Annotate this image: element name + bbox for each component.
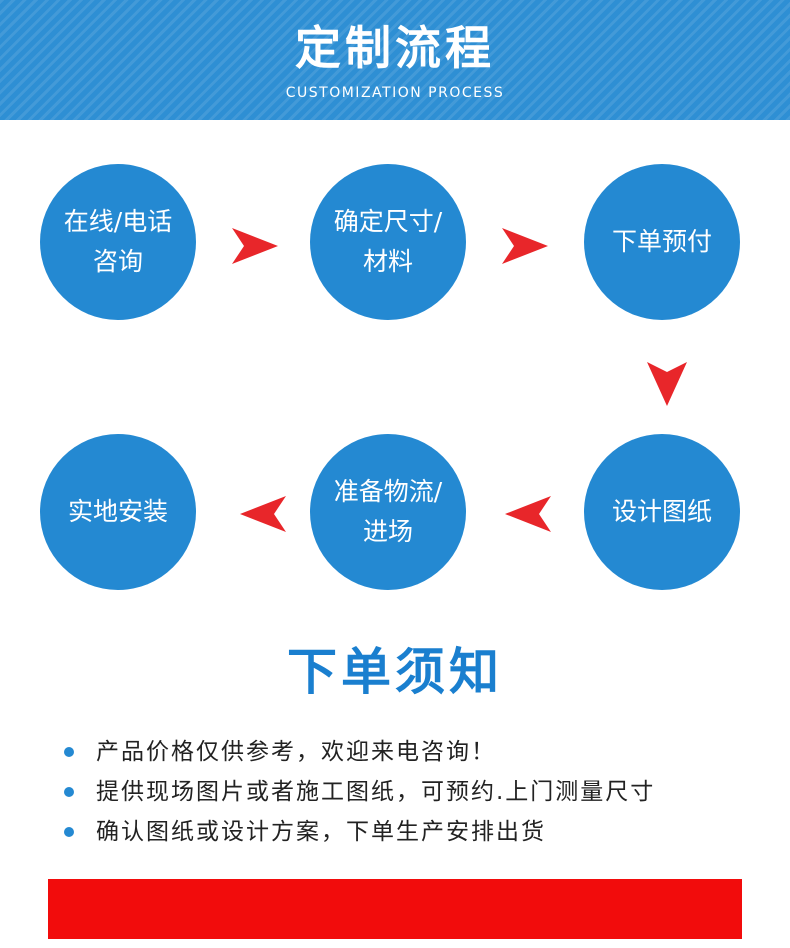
page-title: 定制流程 <box>295 21 495 75</box>
list-item: 提供现场图片或者施工图纸，可预约.上门测量尺寸 <box>62 772 655 812</box>
notice-item-text: 提供现场图片或者施工图纸，可预约.上门测量尺寸 <box>96 779 656 805</box>
step-label-line2: 进场 <box>362 517 413 546</box>
step-label-line1: 准备物流/ <box>333 477 443 506</box>
arrow-down-icon <box>647 362 687 406</box>
notice-title: 下单须知 <box>287 643 503 701</box>
list-item: 产品价格仅供参考，欢迎来电咨询！ <box>62 732 655 772</box>
step-label-line2: 咨询 <box>92 247 143 276</box>
page-subtitle: CUSTOMIZATION PROCESS <box>285 85 505 101</box>
step-circle-installation: 实地安装 <box>40 434 196 590</box>
step-label-line1: 下单预付 <box>611 227 712 256</box>
step-label-line1: 实地安装 <box>67 497 168 526</box>
step-circle-consult: 在线/电话咨询 <box>40 164 196 320</box>
arrow-left-icon <box>505 496 551 532</box>
notice-item-text: 确认图纸或设计方案，下单生产安排出货 <box>96 819 546 845</box>
step-label-line1: 在线/电话 <box>63 207 173 236</box>
step-circle-order-deposit: 下单预付 <box>584 164 740 320</box>
red-banner <box>48 879 742 939</box>
step-circle-design-drawings: 设计图纸 <box>584 434 740 590</box>
notice-item-text: 产品价格仅供参考，欢迎来电咨询！ <box>96 739 496 765</box>
arrow-right-icon <box>232 228 278 264</box>
step-circle-logistics: 准备物流/进场 <box>310 434 466 590</box>
list-item: 确认图纸或设计方案，下单生产安排出货 <box>62 812 655 852</box>
arrow-left-icon <box>240 496 286 532</box>
header-banner: 定制流程 CUSTOMIZATION PROCESS <box>0 0 790 120</box>
step-label-line1: 确定尺寸/ <box>333 207 443 236</box>
step-circle-size-material: 确定尺寸/材料 <box>310 164 466 320</box>
bullet-icon <box>64 747 74 757</box>
step-label-line2: 材料 <box>362 247 413 276</box>
notice-list: 产品价格仅供参考，欢迎来电咨询！ 提供现场图片或者施工图纸，可预约.上门测量尺寸… <box>62 732 655 852</box>
step-label-line1: 设计图纸 <box>611 497 712 526</box>
bullet-icon <box>64 787 74 797</box>
bullet-icon <box>64 827 74 837</box>
arrow-right-icon <box>502 228 548 264</box>
